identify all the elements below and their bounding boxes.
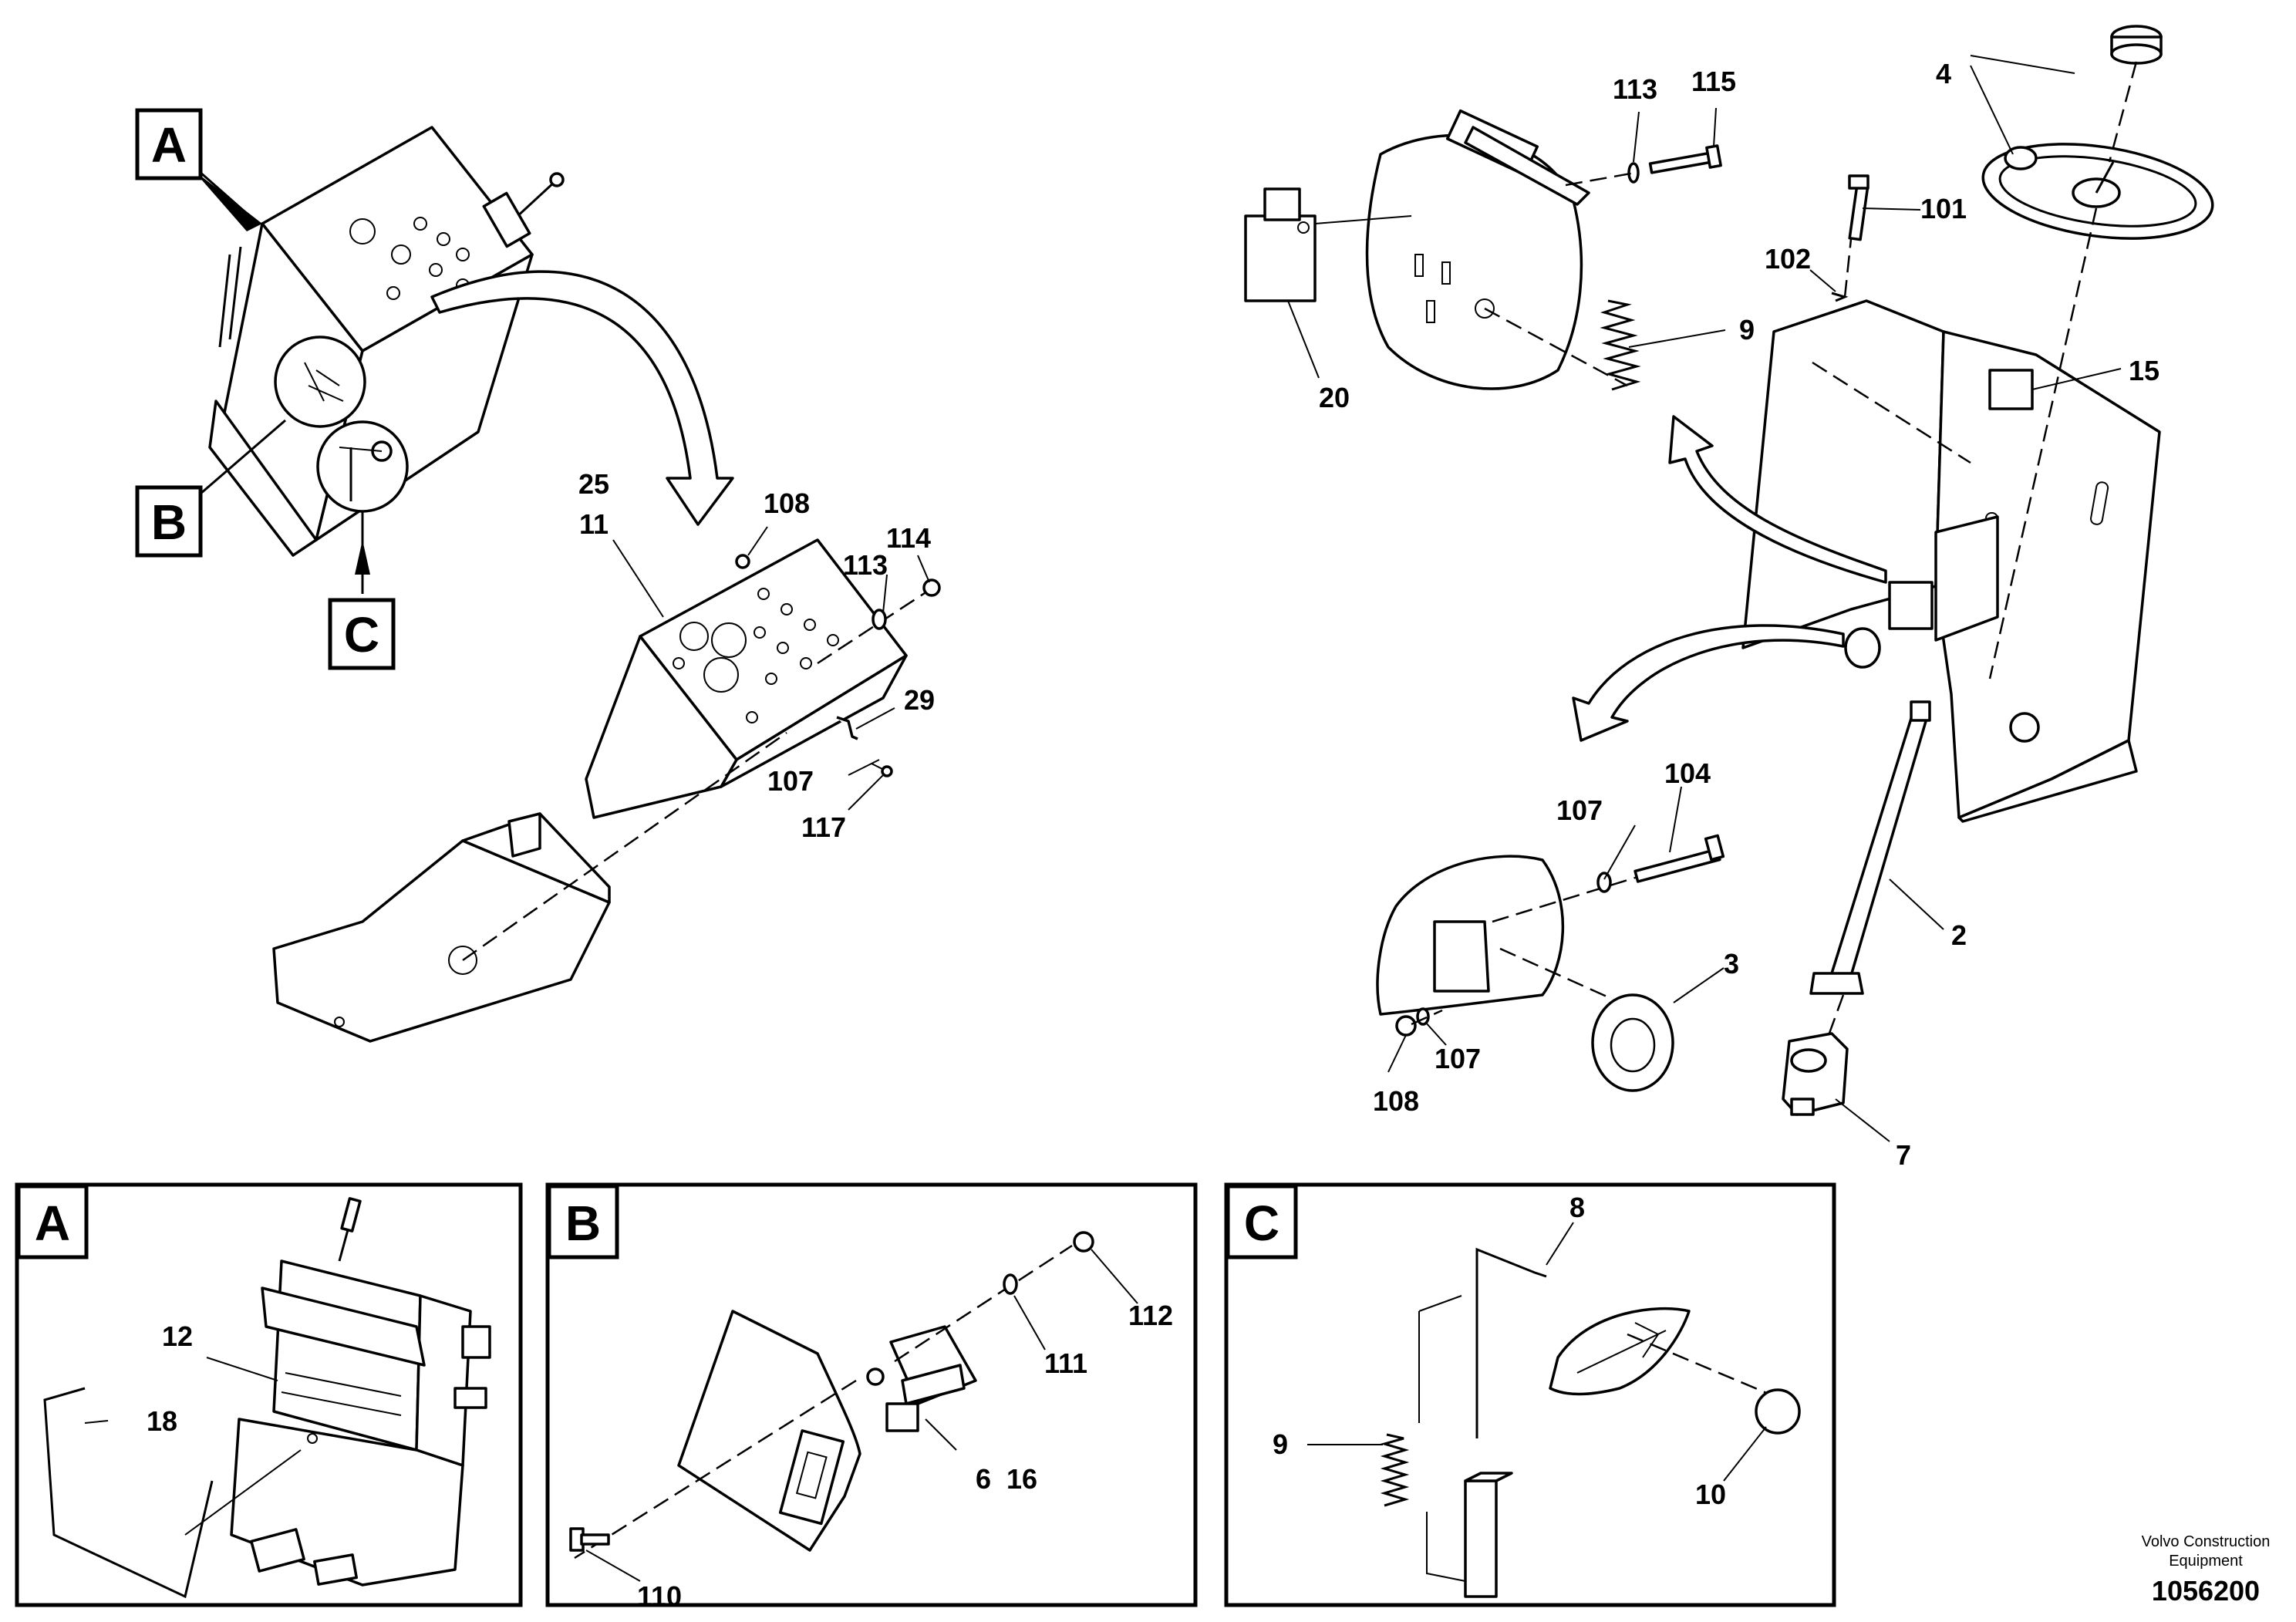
company-name-line2: Equipment <box>2169 1553 2243 1570</box>
nut-108 <box>735 554 750 569</box>
bolt-115 <box>1648 151 1714 174</box>
marker-label-b: B <box>151 494 187 550</box>
detail-circle-b <box>274 336 366 428</box>
callout-108-top: 108 <box>764 487 810 519</box>
screw-110 <box>580 1533 610 1546</box>
detail-c-label: C <box>1244 1195 1279 1251</box>
rod-8 <box>1475 1247 1547 1438</box>
callout-107-bottom: 107 <box>1435 1043 1481 1074</box>
detail-a-label: A <box>35 1195 70 1251</box>
knob-10 <box>1755 1388 1801 1435</box>
callout-20: 20 <box>1319 382 1350 413</box>
lever-plate <box>1549 1307 1691 1396</box>
clip-29 <box>836 716 858 740</box>
callout-112: 112 <box>1128 1300 1173 1331</box>
callout-113-right: 113 <box>1613 73 1657 105</box>
clamp-15 <box>1988 369 2034 410</box>
panel-assembly <box>272 526 941 1043</box>
spring-9-detail <box>1380 1433 1410 1507</box>
marker-box-a <box>135 108 203 180</box>
detail-b: B <box>545 1182 1198 1607</box>
marker-box-b <box>135 485 203 558</box>
callout-12: 12 <box>162 1320 193 1352</box>
marker-label-a: A <box>151 117 187 173</box>
callout-6-16: 6 16 <box>976 1463 1037 1495</box>
cap-114 <box>922 578 941 597</box>
rod-sleeve <box>1464 1479 1498 1598</box>
callout-110: 110 <box>637 1580 682 1612</box>
footer: Volvo Construction Equipment 1056200 <box>2142 1533 2271 1607</box>
steering-column-2 <box>1809 700 1931 995</box>
callout-7: 7 <box>1896 1139 1911 1171</box>
callout-8: 8 <box>1569 1192 1585 1223</box>
callout-4: 4 <box>1936 58 1951 89</box>
spring-9-top <box>1600 299 1641 391</box>
callout-15: 15 <box>2129 355 2159 386</box>
document-number: 1056200 <box>2152 1575 2260 1607</box>
callout-101: 101 <box>1920 193 1967 224</box>
arrow-up <box>1668 415 1887 584</box>
marker-box-c <box>328 598 396 670</box>
detail-c: C <box>1224 1182 1836 1607</box>
clip-102 <box>1831 292 1849 302</box>
callout-3: 3 <box>1724 948 1739 980</box>
detail-b-label: B <box>565 1195 601 1251</box>
callout-115: 115 <box>1691 66 1736 97</box>
washer-113 <box>872 609 887 630</box>
callout-107-left: 107 <box>767 765 814 797</box>
callout-10: 10 <box>1695 1479 1726 1510</box>
callout-29: 29 <box>904 684 935 716</box>
callout-104: 104 <box>1664 757 1711 789</box>
callout-18: 18 <box>147 1405 177 1437</box>
callout-113-left: 113 <box>843 549 888 581</box>
console-overview: A B C <box>135 108 734 670</box>
callout-107-top: 107 <box>1556 794 1603 826</box>
callout-11: 11 <box>579 508 609 540</box>
switch-20 <box>1244 214 1317 302</box>
callout-9-top: 9 <box>1739 314 1755 346</box>
company-name-line1: Volvo Construction <box>2142 1533 2271 1550</box>
steering-unit-7 <box>1782 1032 1849 1116</box>
callout-102: 102 <box>1765 243 1811 275</box>
callout-108-bottom: 108 <box>1373 1085 1419 1117</box>
nut-112 <box>1073 1231 1094 1253</box>
washer-111 <box>1003 1273 1018 1295</box>
steering-wheel-4 <box>1981 25 2214 240</box>
detail-a: A <box>15 1182 523 1607</box>
steering-assembly <box>1244 25 2214 1142</box>
callout-9-detail: 9 <box>1273 1428 1288 1460</box>
screw-117 <box>881 765 893 777</box>
callout-25: 25 <box>578 468 609 500</box>
direction-arrow <box>430 270 734 526</box>
callout-111: 111 <box>1044 1347 1087 1379</box>
detail-circle-c <box>316 420 409 513</box>
arrow-down <box>1572 624 1845 742</box>
marker-label-c: C <box>344 607 379 663</box>
nut-108-roller <box>1395 1015 1417 1037</box>
bolt-101 <box>1848 183 1870 241</box>
bolt-104 <box>1633 848 1721 883</box>
callout-labels: 25 11 108 114 113 29 107 117 113 115 4 1… <box>147 58 2159 1612</box>
callout-114: 114 <box>886 522 931 554</box>
callout-117: 117 <box>801 811 846 843</box>
guard-18 <box>43 1387 214 1599</box>
callout-2: 2 <box>1951 919 1967 951</box>
